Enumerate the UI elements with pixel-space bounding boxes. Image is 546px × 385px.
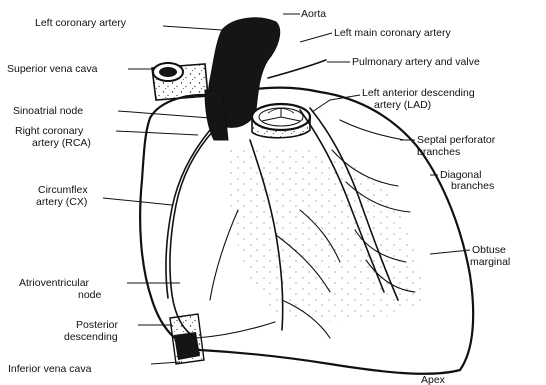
label-posterior-line1: Posterior <box>76 319 119 331</box>
label-obtuse-line2: marginal <box>470 256 510 268</box>
label-rca-line2: artery (RCA) <box>32 137 91 149</box>
pulmonary-valve <box>252 104 310 138</box>
label-left-coronary-artery: Left coronary artery <box>35 17 127 29</box>
label-lad-line1: Left anterior descending <box>362 87 475 99</box>
label-av-node-line2: node <box>78 289 102 301</box>
label-aorta: Aorta <box>301 8 326 20</box>
inferior-vena-cava-vessel <box>170 314 204 364</box>
label-apex: Apex <box>421 374 446 385</box>
label-posterior-line2: descending <box>64 331 118 343</box>
label-lad-line2: artery (LAD) <box>374 99 431 111</box>
label-septal-line2: branches <box>417 146 460 158</box>
label-superior-vena-cava: Superior vena cava <box>7 63 98 75</box>
label-circumflex-line1: Circumflex <box>38 184 88 196</box>
label-left-main-coronary-artery: Left main coronary artery <box>334 27 451 39</box>
label-obtuse-line1: Obtuse <box>472 244 506 256</box>
label-septal-line1: Septal perforator <box>417 134 496 146</box>
label-sinoatrial-node: Sinoatrial node <box>13 105 83 117</box>
label-circumflex-line2: artery (CX) <box>36 196 87 208</box>
label-av-node-line1: Atrioventricular <box>19 277 90 289</box>
superior-vena-cava-vessel <box>152 63 208 100</box>
label-pulmonary-artery-and-valve: Pulmonary artery and valve <box>352 56 480 68</box>
label-inferior-vena-cava: Inferior vena cava <box>8 363 92 375</box>
label-diagonal-line2: branches <box>451 180 494 192</box>
label-rca-line1: Right coronary <box>15 125 84 137</box>
